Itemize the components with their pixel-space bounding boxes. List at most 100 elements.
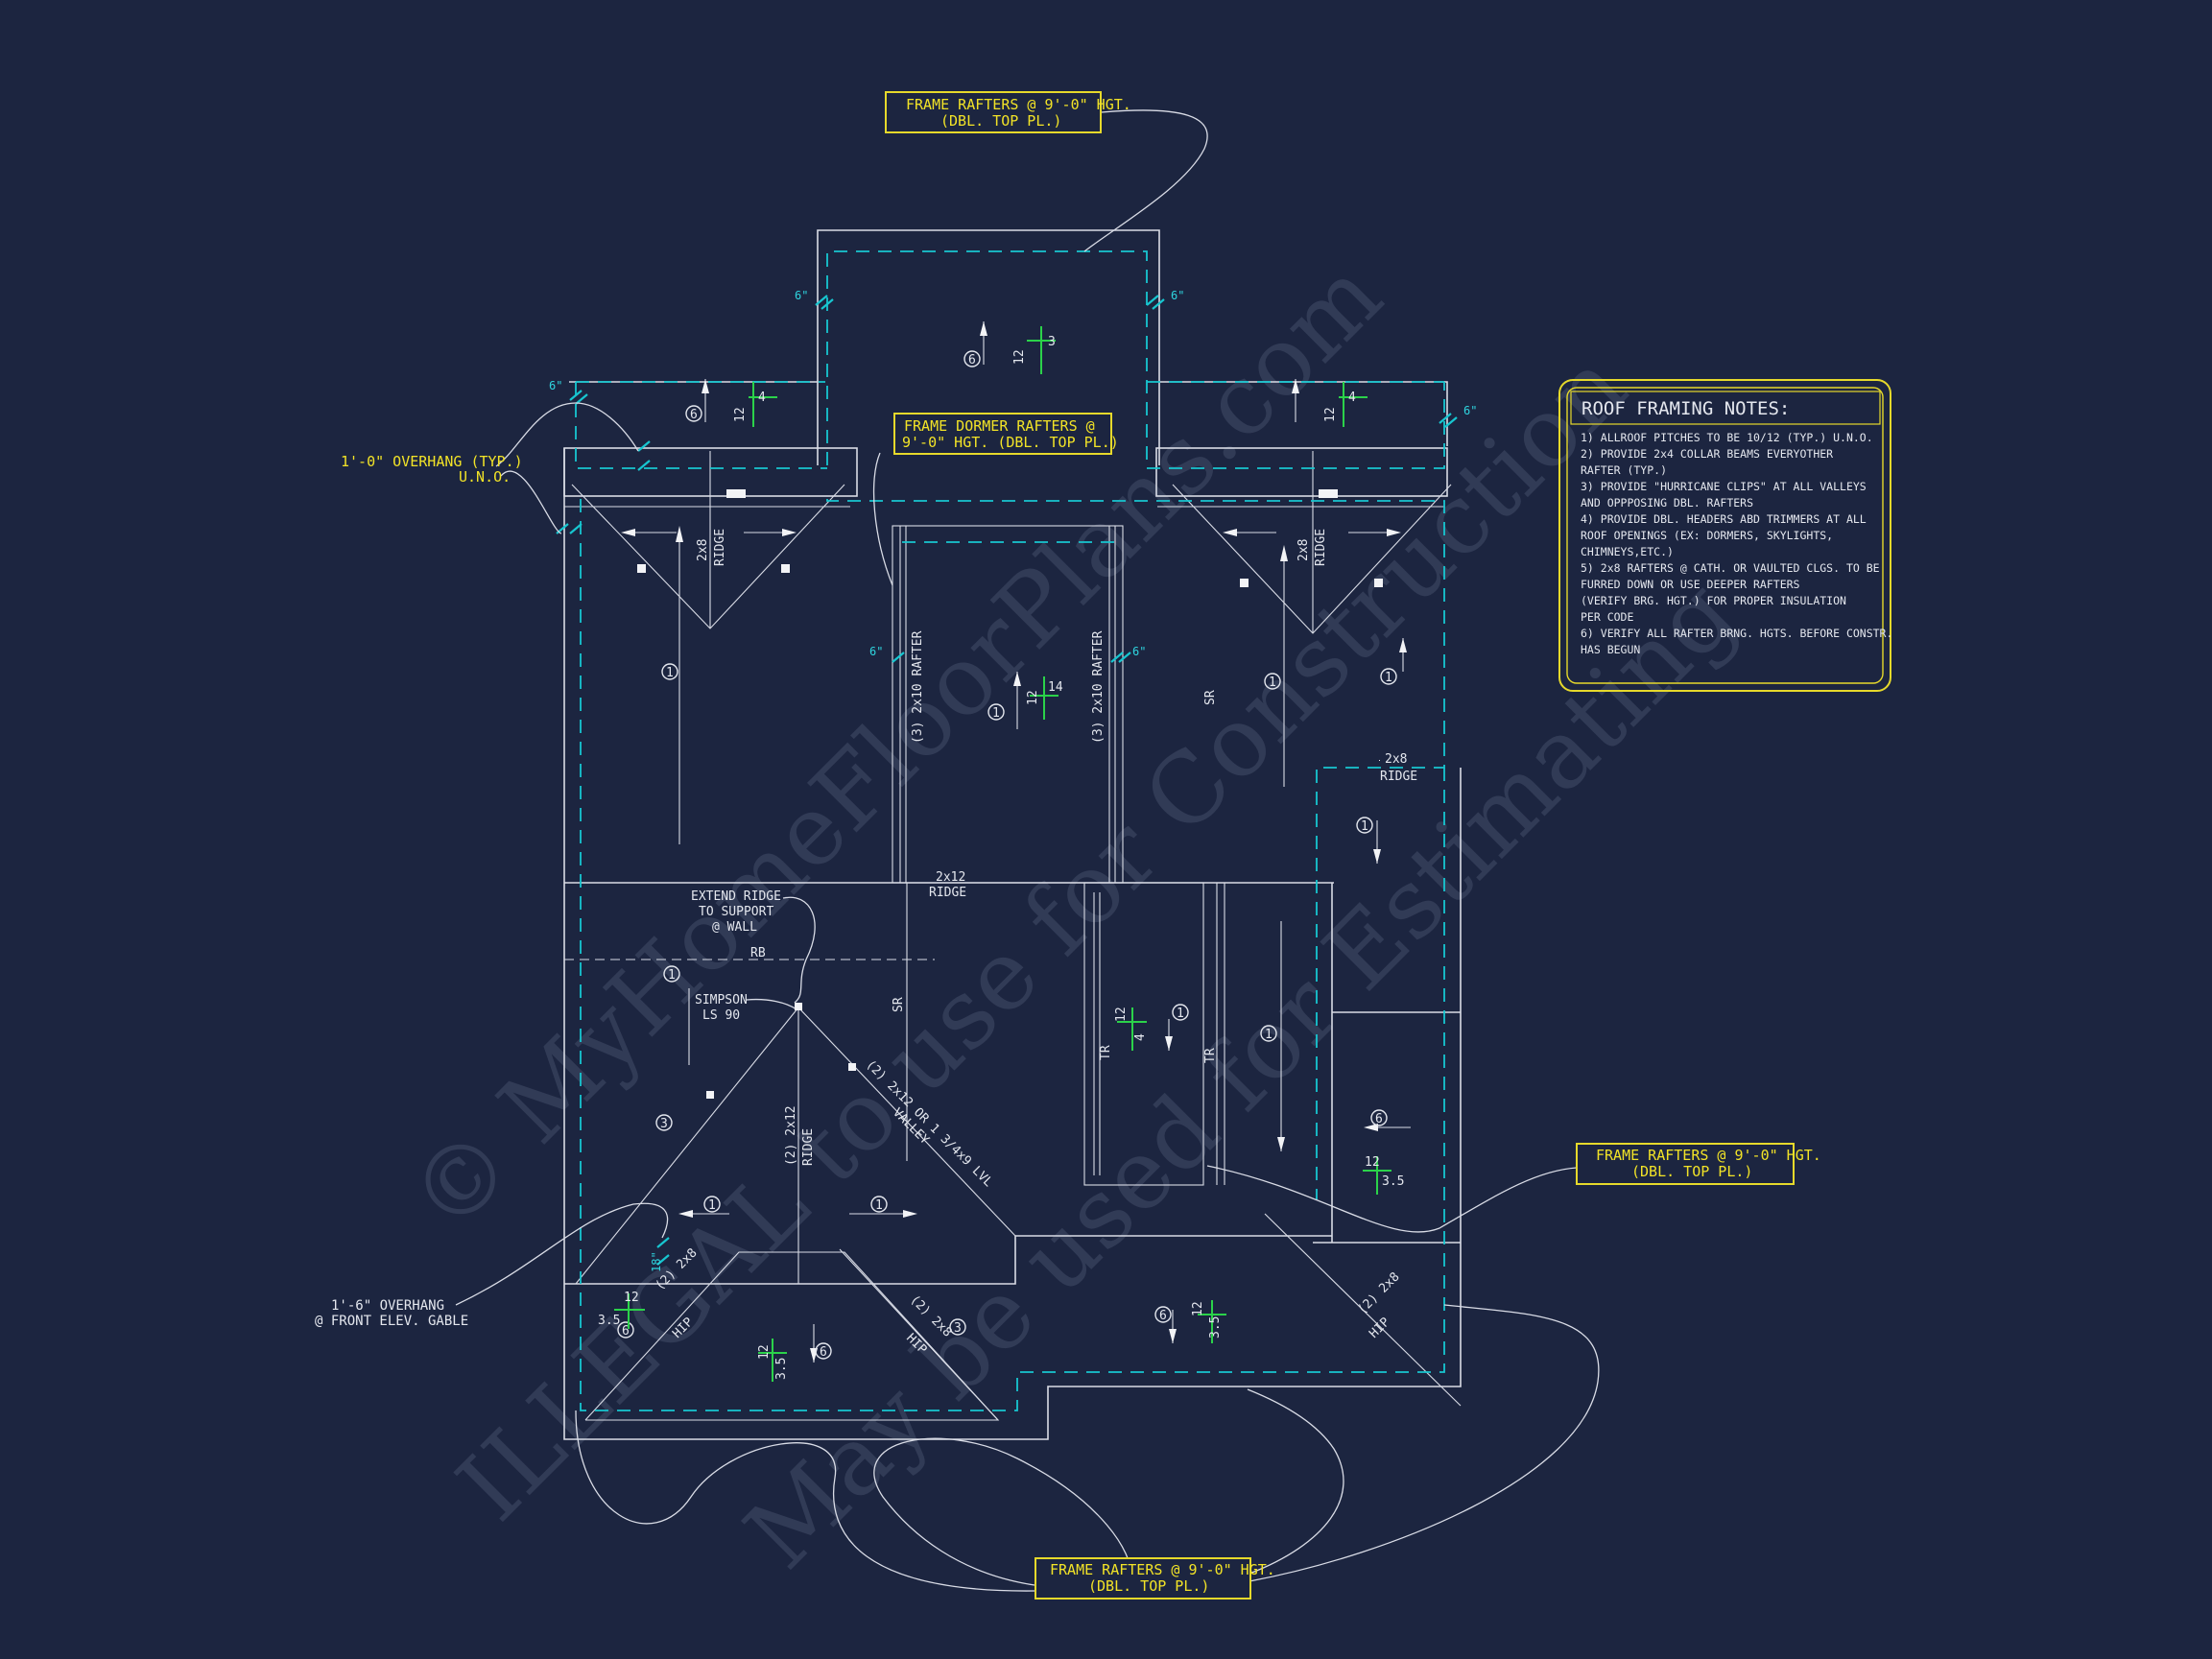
- note-line: RAFTER (TYP.): [1581, 463, 1667, 477]
- svg-text:12: 12: [1026, 690, 1040, 705]
- zone-1-j: 1: [875, 1198, 883, 1213]
- svg-text:12: 12: [757, 1344, 772, 1360]
- pitch-symbols: 3 12 4 12 4 12 14 12 12 4 12 3.5: [598, 326, 1404, 1382]
- notes-list: 1) ALLROOF PITCHES TO BE 10/12 (TYP.) U.…: [1581, 431, 1892, 656]
- label-simpson-2: LS 90: [702, 1008, 740, 1023]
- svg-text:12: 12: [624, 1291, 639, 1305]
- pitch-dormer: 14 12: [1026, 676, 1063, 720]
- zone-1-i: 1: [708, 1198, 716, 1213]
- callout-dormer: FRAME DORMER RAFTERS @ 9'-0" HGT. (DBL. …: [893, 413, 1119, 455]
- label-hip-right: HIP: [1367, 1315, 1392, 1340]
- label-rafter-right: (3) 2x10 RAFTER: [1091, 630, 1106, 744]
- label-2x12: 2x12: [936, 870, 965, 885]
- callout-right-line1: FRAME RAFTERS @ 9'-0" HGT.: [1596, 1147, 1821, 1164]
- pitch-front-gable: 12 3.5: [598, 1291, 645, 1329]
- pitch-tr: 12 4: [1114, 1007, 1148, 1051]
- pitch-top: 3 12: [1012, 326, 1056, 374]
- zone-6-b: 6: [690, 408, 698, 422]
- label-ridge-2: RIDGE: [801, 1128, 816, 1166]
- label-rb: RB: [750, 946, 766, 960]
- zone-6-d: 6: [1159, 1309, 1167, 1323]
- note-line: HAS BEGUN: [1581, 643, 1640, 656]
- callout-right-line2: (DBL. TOP PL.): [1631, 1163, 1752, 1180]
- roof-framing-notes: ROOF FRAMING NOTES: 1) ALLROOF PITCHES T…: [1558, 379, 1892, 692]
- svg-text:12: 12: [733, 407, 748, 422]
- label-hip-right-2x8: (2) 2x8: [1355, 1269, 1402, 1316]
- svg-text:4: 4: [758, 391, 766, 405]
- label-small-ridge: RIDGE: [1380, 770, 1417, 784]
- note-line: CHIMNEYS,ETC.): [1581, 545, 1674, 558]
- note-line: (VERIFY BRG. HGT.) FOR PROPER INSULATION: [1581, 594, 1846, 607]
- zone-1-a: 1: [666, 666, 674, 680]
- svg-text:12: 12: [1114, 1007, 1129, 1022]
- zone-3-a: 3: [660, 1117, 668, 1131]
- svg-text:12: 12: [1365, 1155, 1380, 1170]
- dim-6in-top-left: 6": [795, 289, 808, 302]
- zone-6-a: 6: [968, 353, 976, 367]
- zone-markers: 1 1 1 1 1 1 1 1 1 1 3 3 6 6 6 6 6 6: [617, 350, 1397, 1360]
- zone-1-c: 1: [1385, 671, 1392, 685]
- label-ridge-right: RIDGE: [1314, 529, 1328, 566]
- label-ridge-2x12: RIDGE: [929, 886, 966, 900]
- dim-6in-top-right: 6": [1171, 289, 1184, 302]
- zone-6-f: 6: [622, 1324, 630, 1339]
- label-2-2x12: (2) 2x12: [784, 1105, 798, 1166]
- note-line: ROOF OPENINGS (EX: DORMERS, SKYLIGHTS,: [1581, 529, 1833, 542]
- watermark-illegal: ILLEGAL to use for Construction: [436, 330, 1648, 1542]
- callout-top: FRAME RAFTERS @ 9'-0" HGT. (DBL. TOP PL.…: [885, 91, 1131, 133]
- svg-text:3.5: 3.5: [1382, 1174, 1404, 1189]
- note-line: 3) PROVIDE "HURRICANE CLIPS" AT ALL VALL…: [1581, 480, 1867, 493]
- note-line: 6) VERIFY ALL RAFTER BRNG. HGTS. BEFORE …: [1581, 627, 1892, 640]
- label-extend-3: @ WALL: [712, 920, 757, 935]
- label-2x8-right: 2x8: [1296, 539, 1311, 561]
- note-line: PER CODE: [1581, 610, 1633, 624]
- svg-text:3.5: 3.5: [774, 1358, 789, 1380]
- svg-text:4: 4: [1348, 391, 1356, 405]
- svg-text:12: 12: [1012, 349, 1027, 365]
- label-sr-upper: SR: [1203, 690, 1218, 705]
- dim-6in-dormer-left: 6": [869, 645, 883, 658]
- note-line: FURRED DOWN OR USE DEEPER RAFTERS: [1581, 578, 1800, 591]
- label-tr-left: TR: [1099, 1045, 1113, 1060]
- note-line: 5) 2x8 RAFTERS @ CATH. OR VAULTED CLGS. …: [1581, 561, 1880, 575]
- zone-1-d: 1: [992, 706, 1000, 721]
- zone-1-e: 1: [1361, 819, 1368, 834]
- callout-dormer-line1: FRAME DORMER RAFTERS @: [904, 417, 1095, 435]
- svg-text:14: 14: [1048, 680, 1063, 695]
- front-overhang-label: 1'-6" OVERHANG: [331, 1298, 444, 1314]
- label-tr-right: TR: [1203, 1048, 1218, 1063]
- pitch-bottom-right: 12 3.5: [1191, 1300, 1226, 1343]
- callout-bottom: FRAME RAFTERS @ 9'-0" HGT. (DBL. TOP PL.…: [1035, 1557, 1275, 1600]
- dimension-ticks: [556, 295, 1458, 1266]
- svg-text:12: 12: [1191, 1301, 1205, 1316]
- overhang-lines: [575, 250, 1445, 1411]
- callout-dormer-line2: 9'-0" HGT. (DBL. TOP PL.): [902, 434, 1119, 451]
- note-line: 2) PROVIDE 2x4 COLLAR BEAMS EVERYOTHER: [1581, 447, 1833, 461]
- pitch-bottom-mid: 12 3.5: [757, 1339, 789, 1382]
- label-small-2x8: 2x8: [1385, 752, 1407, 767]
- svg-text:3.5: 3.5: [1208, 1316, 1223, 1339]
- callout-right: FRAME RAFTERS @ 9'-0" HGT. (DBL. TOP PL.…: [1576, 1143, 1821, 1185]
- callout-top-line2: (DBL. TOP PL.): [940, 112, 1061, 130]
- zone-1-f: 1: [668, 968, 676, 983]
- callout-top-line1: FRAME RAFTERS @ 9'-0" HGT.: [906, 96, 1131, 113]
- note-line: 1) ALLROOF PITCHES TO BE 10/12 (TYP.) U.…: [1581, 431, 1873, 444]
- zone-1-h: 1: [1265, 1028, 1272, 1042]
- label-rafter-left: (3) 2x10 RAFTER: [911, 630, 925, 744]
- zone-1-g: 1: [1177, 1007, 1184, 1021]
- hanger-markers: [637, 489, 1383, 1099]
- front-overhang-gable-label: @ FRONT ELEV. GABLE: [315, 1314, 468, 1329]
- leader-lines: [455, 109, 1600, 1592]
- note-line: 4) PROVIDE DBL. HEADERS ABD TRIMMERS AT …: [1581, 512, 1867, 526]
- note-line: AND OPPPOSING DBL. RAFTERS: [1581, 496, 1753, 510]
- svg-text:12: 12: [1323, 407, 1338, 422]
- zone-1-b: 1: [1269, 675, 1276, 690]
- pitch-right-wing: 4 12: [1323, 382, 1368, 427]
- notes-title: ROOF FRAMING NOTES:: [1582, 398, 1790, 419]
- overhang-typ-label: 1'-0" OVERHANG (TYP.): [341, 453, 523, 470]
- zone-3-b: 3: [954, 1321, 962, 1336]
- zone-6-c: 6: [1375, 1112, 1383, 1126]
- dim-6in-right: 6": [1463, 404, 1477, 417]
- svg-text:3.5: 3.5: [598, 1314, 620, 1328]
